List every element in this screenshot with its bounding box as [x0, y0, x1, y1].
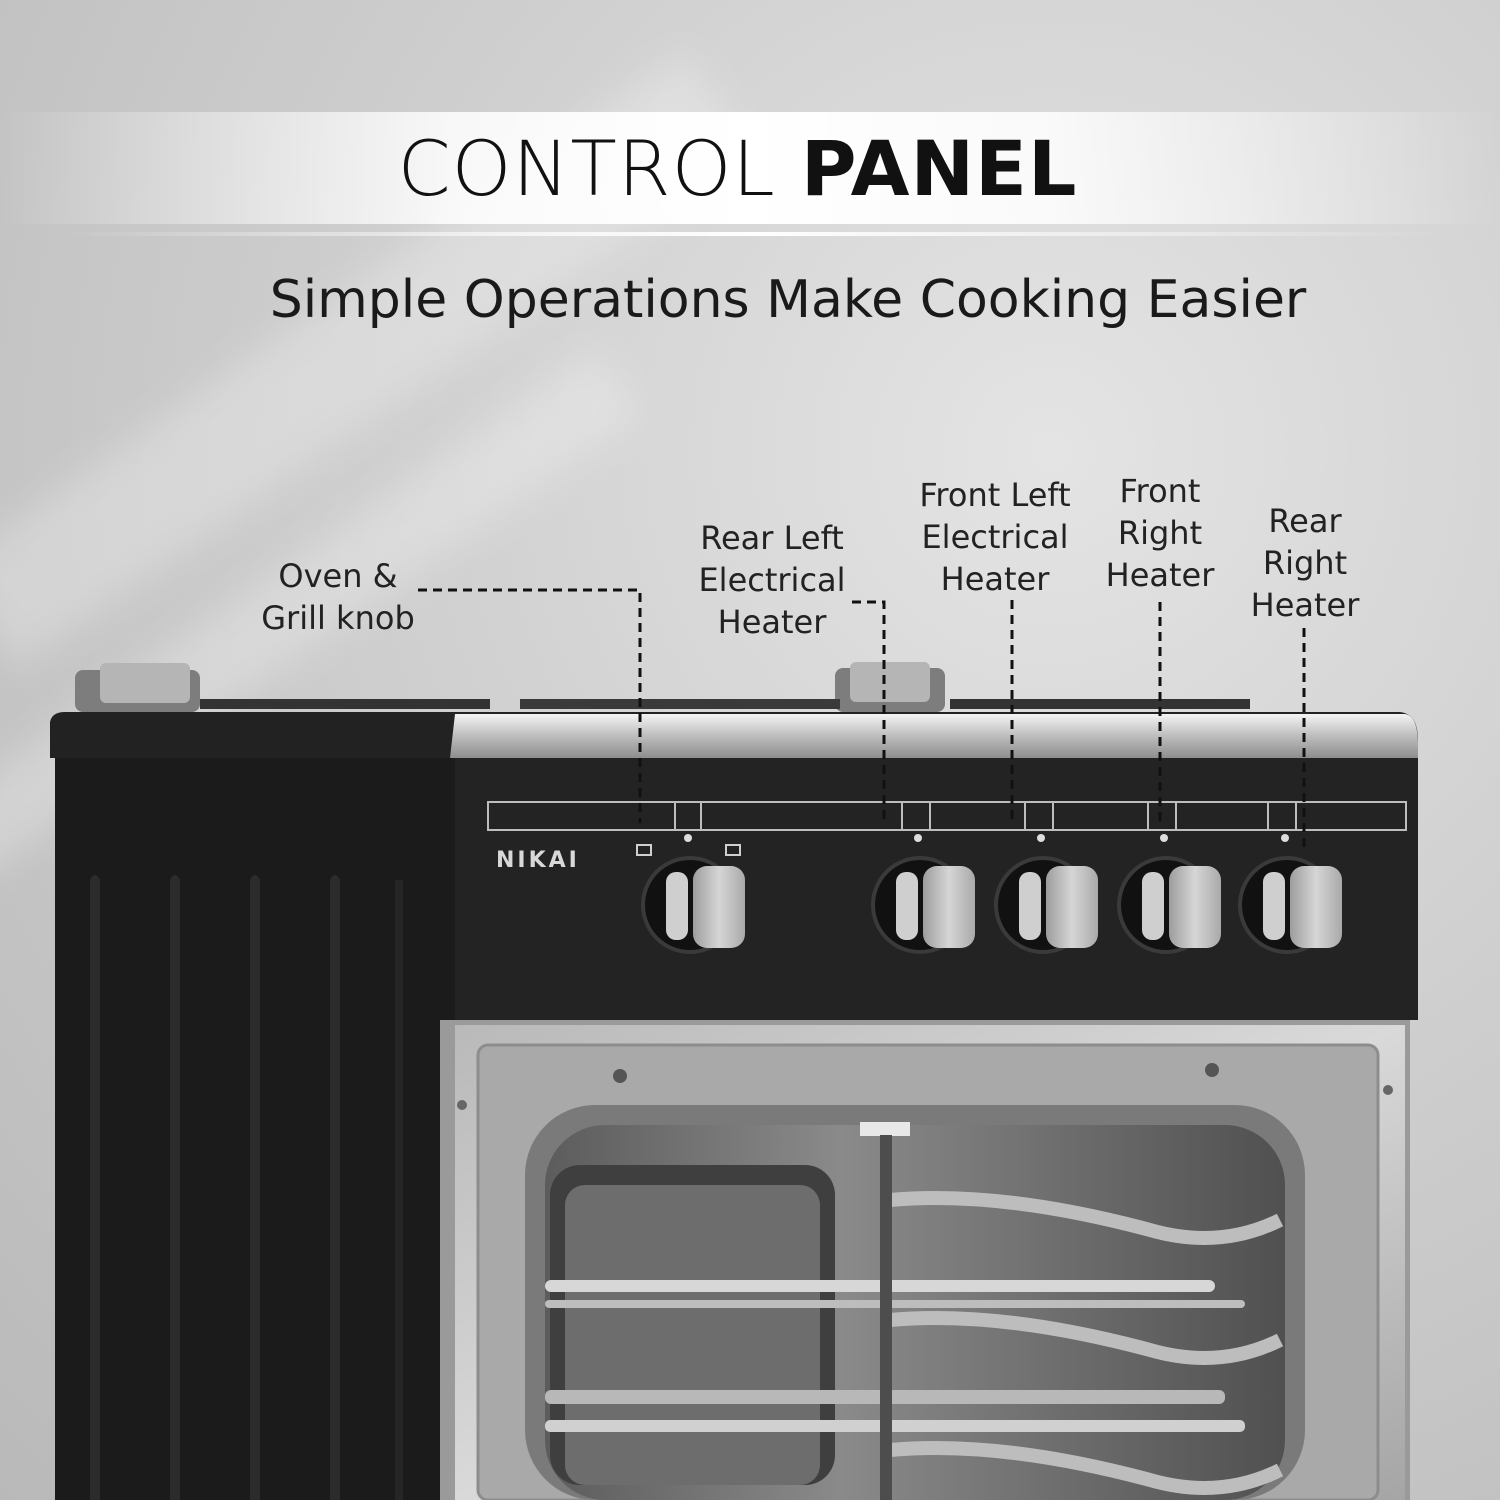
knob-rear-right [1238, 834, 1342, 954]
page-subtitle: Simple Operations Make Cooking Easier [269, 270, 1307, 330]
callout-front-left: Front Left Electrical Heater [910, 474, 1080, 600]
title-band [0, 112, 1500, 224]
knob-rear-left [871, 834, 975, 954]
worktop [50, 662, 1418, 758]
title-bold: PANEL [800, 124, 1078, 213]
callout-front-right: Front Right Heater [1100, 470, 1220, 596]
oven-door [440, 1020, 1410, 1500]
callout-line: Heater [1105, 556, 1215, 594]
brand-logo: NIKAI [496, 848, 580, 873]
callout-oven-grill: Oven & Grill knob [258, 555, 418, 639]
title-light: CONTROL [397, 124, 776, 213]
page-title: CONTROL PANEL [0, 124, 1475, 213]
callout-line: Rear Left [700, 519, 844, 557]
callout-line: Front [1119, 472, 1201, 510]
knob-oven-grill [636, 834, 745, 954]
callout-line: Heater [1250, 586, 1360, 624]
knob-front-right [1117, 834, 1221, 954]
callout-rear-right: Rear Right Heater [1245, 500, 1365, 626]
callout-line: Rear [1268, 502, 1342, 540]
callout-line: Grill knob [261, 599, 415, 637]
callout-line: Right [1117, 514, 1203, 552]
callout-line: Electrical [921, 518, 1069, 556]
knob-front-left [994, 834, 1098, 954]
callout-line: Electrical [698, 561, 846, 599]
callout-line: Right [1262, 544, 1348, 582]
title-divider [60, 232, 1440, 236]
callout-line: Heater [940, 560, 1050, 598]
side-panel [55, 752, 455, 1500]
callout-line: Heater [717, 603, 827, 641]
callout-line: Oven & [278, 557, 398, 595]
callout-rear-left: Rear Left Electrical Heater [692, 517, 852, 643]
callout-line: Front Left [919, 476, 1071, 514]
